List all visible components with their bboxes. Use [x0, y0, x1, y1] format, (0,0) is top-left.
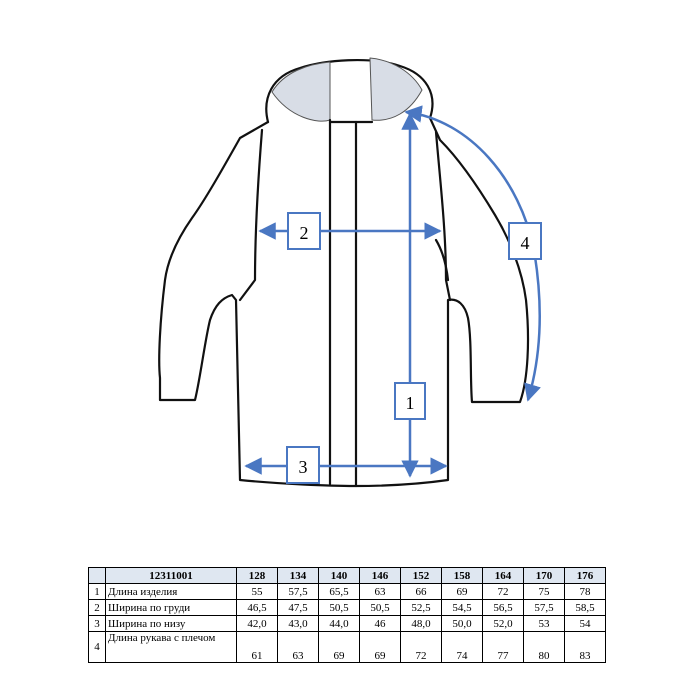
- row-number: 4: [88, 631, 106, 663]
- table-cell: 78: [564, 583, 606, 600]
- table-cell: 80: [523, 631, 565, 663]
- row-number: 1: [88, 583, 106, 600]
- jacket-measurement-diagram: 1 2 3 4: [158, 57, 542, 488]
- table-cell: 66: [400, 583, 442, 600]
- table-row: 2 Ширина по груди 46,5 47,5 50,5 50,5 52…: [88, 599, 606, 616]
- table-cell: 46: [359, 615, 401, 632]
- label-1-text: 1: [406, 393, 415, 413]
- label-2-text: 2: [300, 223, 309, 243]
- table-cell: 61: [236, 631, 278, 663]
- table-cell: 74: [441, 631, 483, 663]
- table-cell: 57,5: [523, 599, 565, 616]
- table-row: 4 Длина рукава с плечом 61 63 69 69 72 7…: [88, 631, 606, 663]
- table-cell: 52,5: [400, 599, 442, 616]
- table-cell: 54: [564, 615, 606, 632]
- table-cell: 69: [441, 583, 483, 600]
- table-cell: 50,0: [441, 615, 483, 632]
- label-3-text: 3: [299, 457, 308, 477]
- table-cell: 69: [318, 631, 360, 663]
- table-cell: 65,5: [318, 583, 360, 600]
- label-4: 4: [508, 222, 542, 260]
- size-header: 128: [236, 567, 278, 584]
- table-cell: 75: [523, 583, 565, 600]
- table-cell: 44,0: [318, 615, 360, 632]
- jacket-drawing: [158, 57, 530, 488]
- size-header: 176: [564, 567, 606, 584]
- table-cell: 56,5: [482, 599, 524, 616]
- row-label: Ширина по груди: [105, 599, 237, 616]
- size-header: 170: [523, 567, 565, 584]
- table-cell: 47,5: [277, 599, 319, 616]
- table-cell: 54,5: [441, 599, 483, 616]
- hood-lining: [271, 61, 331, 122]
- table-cell: 50,5: [359, 599, 401, 616]
- table-cell: 77: [482, 631, 524, 663]
- body-outline: [158, 116, 530, 488]
- table-cell: 72: [482, 583, 524, 600]
- table-cell: 63: [277, 631, 319, 663]
- table-cell: 52,0: [482, 615, 524, 632]
- table-cell: 57,5: [277, 583, 319, 600]
- table-cell: 63: [359, 583, 401, 600]
- table-cell: 46,5: [236, 599, 278, 616]
- row-label: Ширина по низу: [105, 615, 237, 632]
- table-cell: 83: [564, 631, 606, 663]
- hood-outline: [265, 59, 434, 124]
- label-4-text: 4: [521, 233, 530, 253]
- size-header: 134: [277, 567, 319, 584]
- row-label: Длина изделия: [105, 583, 237, 600]
- table-corner-cell: [88, 567, 106, 584]
- measurement-arrows: [244, 105, 541, 478]
- table-cell: 72: [400, 631, 442, 663]
- table-cell: 53: [523, 615, 565, 632]
- label-3: 3: [286, 446, 320, 484]
- hood-lining-right: [369, 57, 423, 121]
- table-row: 1 Длина изделия 55 57,5 65,5 63 66 69 72…: [88, 583, 606, 600]
- model-number: 12311001: [105, 567, 237, 584]
- table-cell: 69: [359, 631, 401, 663]
- left-sleeve-seam: [238, 128, 264, 302]
- size-header: 140: [318, 567, 360, 584]
- row-label: Длина рукава с плечом: [105, 631, 237, 663]
- table-cell: 50,5: [318, 599, 360, 616]
- table-cell: 43,0: [277, 615, 319, 632]
- size-header: 164: [482, 567, 524, 584]
- size-table-header-row: 12311001 128 134 140 146 152 158 164 170…: [88, 567, 606, 584]
- table-cell: 42,0: [236, 615, 278, 632]
- size-header: 158: [441, 567, 483, 584]
- table-row: 3 Ширина по низу 42,0 43,0 44,0 46 48,0 …: [88, 615, 606, 632]
- label-2: 2: [287, 212, 321, 250]
- row-number: 2: [88, 599, 106, 616]
- label-1: 1: [394, 382, 426, 420]
- table-cell: 58,5: [564, 599, 606, 616]
- table-cell: 48,0: [400, 615, 442, 632]
- size-header: 152: [400, 567, 442, 584]
- row-number: 3: [88, 615, 106, 632]
- size-header: 146: [359, 567, 401, 584]
- size-table: 12311001 128 134 140 146 152 158 164 170…: [88, 567, 606, 663]
- table-cell: 55: [236, 583, 278, 600]
